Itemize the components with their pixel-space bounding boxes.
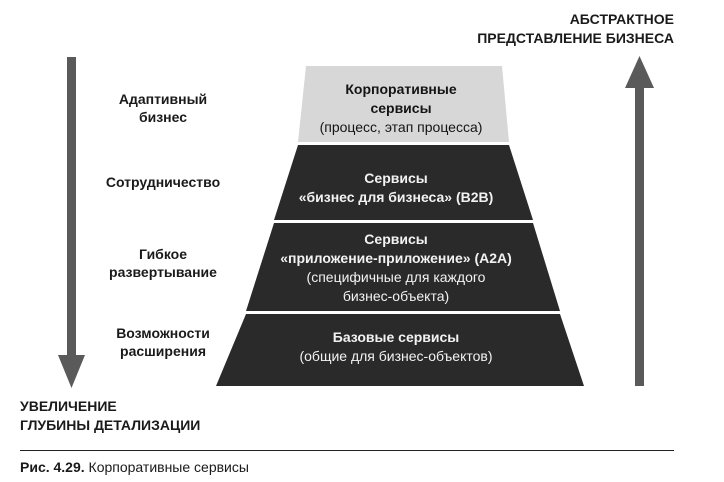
left-label-adaptive-business: Адаптивный бизнес <box>78 90 248 126</box>
tier-2-title-line-1: Сервисы <box>364 170 428 186</box>
left-label-collaboration: Сотрудничество <box>78 173 248 191</box>
tier-b2b-shape <box>274 145 533 220</box>
tier-a2a-services: Сервисы «приложение-приложение» (A2A) (с… <box>236 230 556 306</box>
tier-4-title-line-1: Базовые сервисы <box>332 329 460 345</box>
up-arrow-head <box>625 56 654 88</box>
top-label-line-1: АБСТРАКТНОЕ <box>569 11 674 27</box>
tier-base-shape <box>216 314 584 386</box>
tier-3-title-line-2: «приложение-приложение» (A2A) <box>280 250 512 266</box>
down-arrow-shaft <box>67 57 76 357</box>
bottom-label-line-2: ГЛУБИНЫ ДЕТАЛИЗАЦИИ <box>20 417 201 433</box>
tier-3-subtitle-line-1: (специфичные для каждого <box>306 269 486 285</box>
figure-caption: Рис. 4.29. Корпоративные сервисы <box>20 458 249 476</box>
tier-2-title-line-2: «бизнес для бизнеса» (B2B) <box>298 189 494 205</box>
tier-4-subtitle-line-1: (общие для бизнес-объектов) <box>299 348 493 364</box>
up-arrow <box>625 56 654 386</box>
tier-3-title-line-1: Сервисы <box>364 231 428 247</box>
figure-number: Рис. 4.29. <box>20 459 85 475</box>
left-label-3-line-2: развертывание <box>109 264 217 280</box>
tier-1-subtitle-line-1: (процесс, этап процесса) <box>319 119 483 135</box>
left-label-flexible-deployment: Гибкое развертывание <box>78 245 248 281</box>
left-label-extensibility: Возможности расширения <box>78 324 248 360</box>
bottom-label-line-1: УВЕЛИЧЕНИЕ <box>20 398 117 414</box>
figure-caption-text: Корпоративные сервисы <box>88 459 249 475</box>
left-label-1-line-2: бизнес <box>138 109 188 125</box>
top-label-line-2: ПРЕДСТАВЛЕНИЕ БИЗНЕСА <box>477 30 674 46</box>
tier-1-title-line-2: сервисы <box>370 100 432 116</box>
tier-a2a-shape <box>246 223 560 311</box>
tier-b2b-services: Сервисы «бизнес для бизнеса» (B2B) <box>236 169 556 207</box>
left-label-4-line-1: Возможности <box>116 325 210 341</box>
tier-base-services: Базовые сервисы (общие для бизнес-объект… <box>236 328 556 366</box>
tier-1-title-line-1: Корпоративные <box>345 81 457 97</box>
caption-rule <box>20 450 674 451</box>
detail-depth-label: УВЕЛИЧЕНИЕ ГЛУБИНЫ ДЕТАЛИЗАЦИИ <box>20 397 200 435</box>
tier-3-subtitle-line-2: бизнес-объекта) <box>342 288 450 304</box>
left-label-4-line-2: расширения <box>120 343 206 359</box>
left-label-3-line-1: Гибкое <box>138 246 187 262</box>
abstract-business-view-label: АБСТРАКТНОЕ ПРЕДСТАВЛЕНИЕ БИЗНЕСА <box>477 10 674 48</box>
left-label-2-line-1: Сотрудничество <box>105 174 221 190</box>
tier-corporate-services: Корпоративные сервисы (процесс, этап про… <box>241 80 561 137</box>
up-arrow-shaft <box>635 86 644 386</box>
tier-corporate-shape <box>298 66 509 142</box>
down-arrow-head <box>58 355 85 388</box>
down-arrow <box>58 57 85 388</box>
left-label-1-line-1: Адаптивный <box>118 91 208 107</box>
